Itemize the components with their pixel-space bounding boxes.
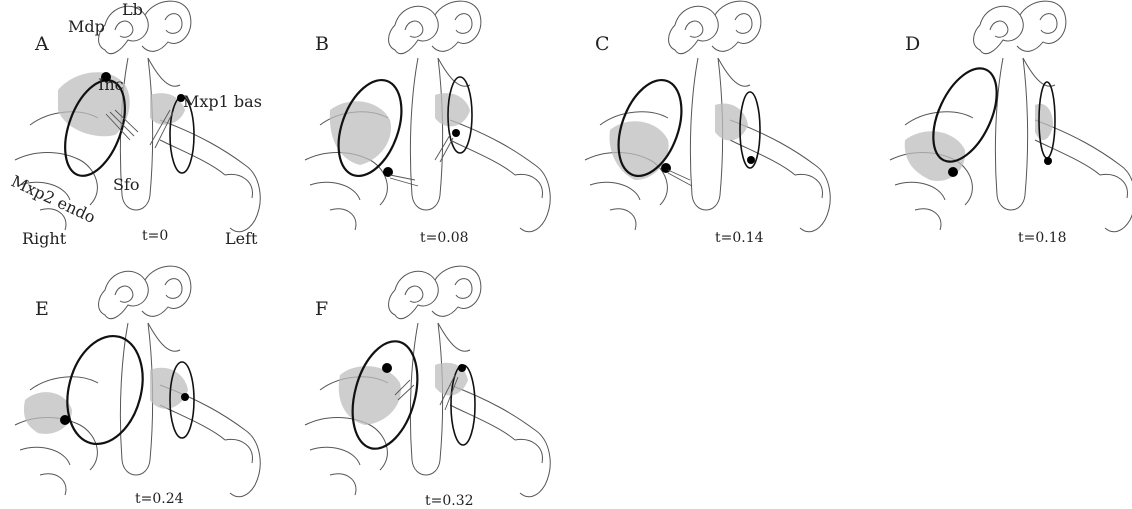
panel-c: C t=0.14 — [585, 1, 830, 246]
label-left: Left — [225, 229, 258, 248]
panel-time-d: t=0.18 — [1018, 230, 1067, 246]
panel-e: E t=0.24 — [15, 266, 260, 507]
label-inc: Inc — [98, 75, 124, 94]
panel-a: A t=0 Mdp Lb Inc Mxp1 bas Sfo Mxp2 endo … — [8, 0, 262, 248]
label-mdp: Mdp — [68, 17, 105, 36]
label-mxp1-bas: Mxp1 bas — [183, 92, 262, 111]
panel-letter-a: A — [34, 33, 49, 55]
panel-time-e: t=0.24 — [135, 491, 184, 507]
panel-d: D t=0.18 — [890, 1, 1132, 246]
label-right: Right — [22, 229, 67, 248]
panel-time-c: t=0.14 — [715, 230, 764, 246]
panel-letter-f: F — [315, 298, 328, 320]
panel-time-f: t=0.32 — [425, 493, 474, 509]
panel-f: F t=0.32 — [305, 266, 550, 509]
panel-letter-e: E — [35, 298, 49, 320]
label-sfo: Sfo — [113, 175, 140, 194]
panel-letter-b: B — [315, 33, 329, 55]
label-mxp2-endo: Mxp2 endo — [8, 171, 98, 226]
panel-letter-d: D — [905, 33, 920, 55]
panel-time-b: t=0.08 — [420, 230, 469, 246]
panel-letter-c: C — [595, 33, 610, 55]
panel-time-a: t=0 — [142, 228, 168, 244]
label-lb: Lb — [122, 0, 143, 19]
panel-b: B t=0.08 — [305, 1, 550, 246]
